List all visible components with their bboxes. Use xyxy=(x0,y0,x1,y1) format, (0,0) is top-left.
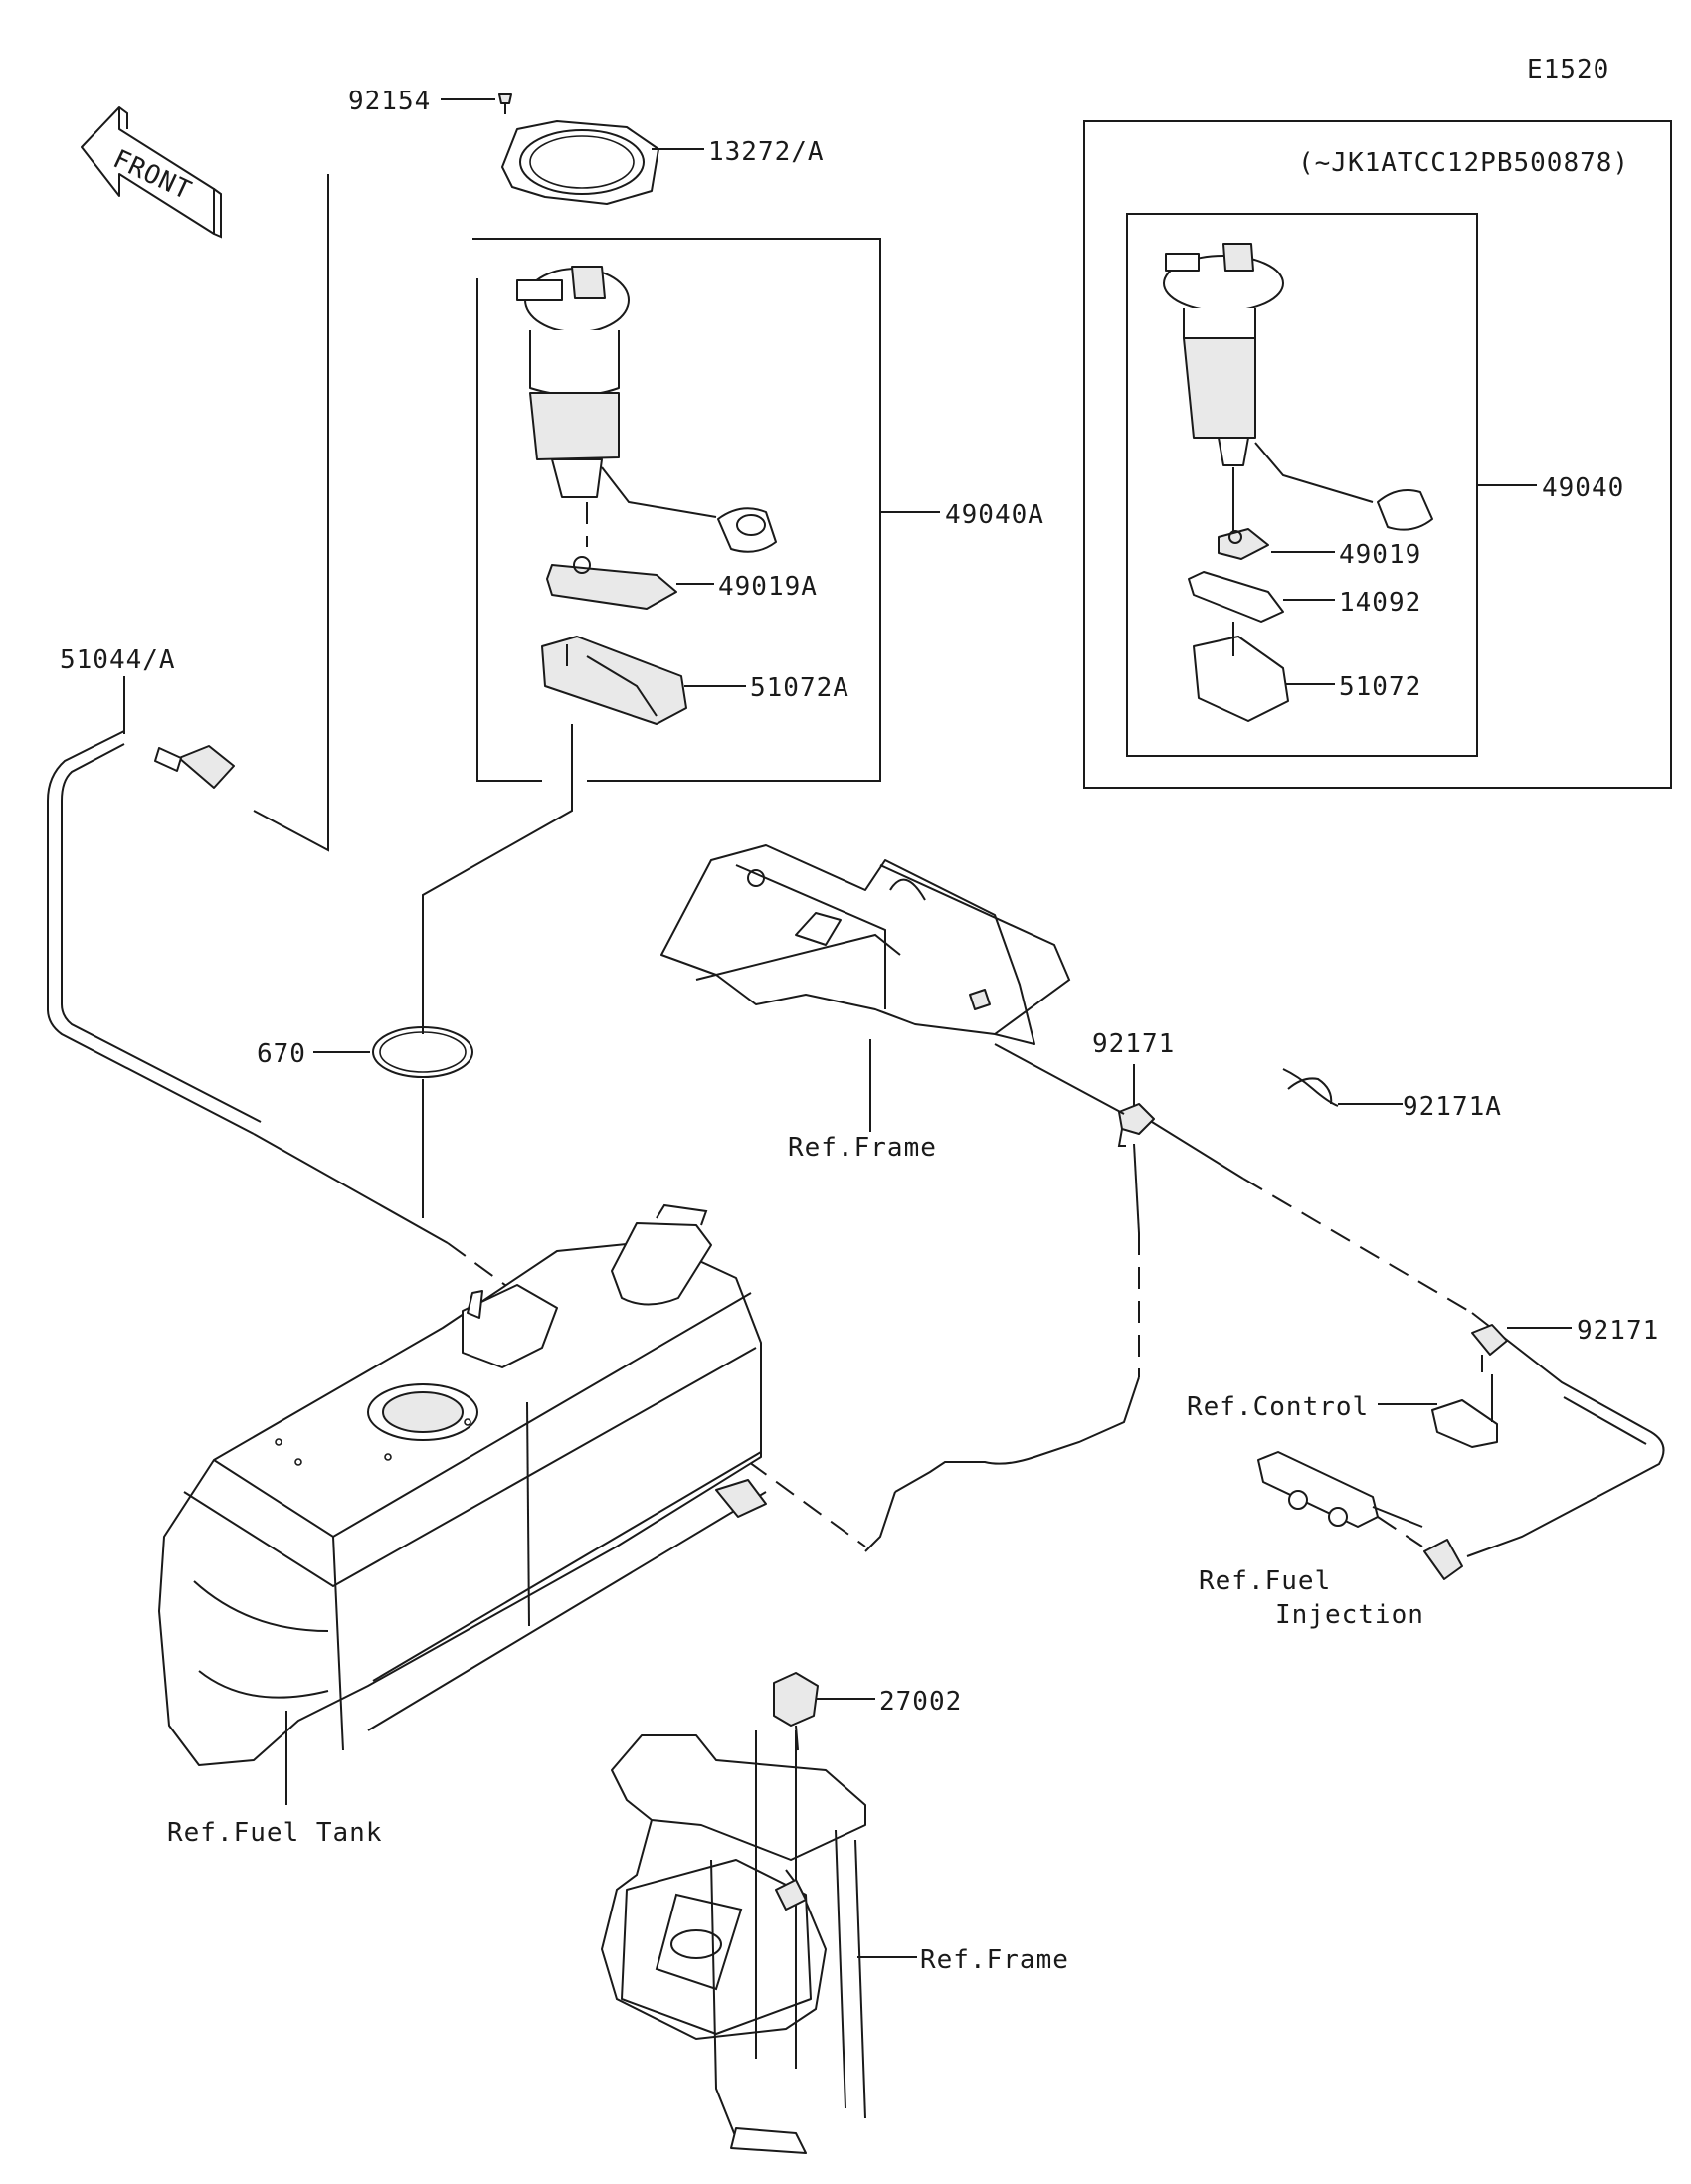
fuel-tank-icon xyxy=(158,1203,767,1766)
ref-fuel-tank: Ref.Fuel Tank xyxy=(167,1818,383,1848)
label-92171-top: 92171 xyxy=(1092,1029,1175,1059)
frame-lower-icon xyxy=(600,1730,866,2154)
label-92154: 92154 xyxy=(348,87,431,116)
fuel-pump-module-variant-icon xyxy=(1163,243,1433,531)
label-51072a: 51072A xyxy=(750,673,849,703)
strainer-51072a-icon xyxy=(541,636,687,725)
label-49019: 49019 xyxy=(1339,540,1421,570)
o-ring-670-icon xyxy=(372,1026,473,1078)
filter-49019a-icon xyxy=(546,556,677,610)
retainer-plate-13272a-icon xyxy=(501,120,659,205)
strainer-51072-icon xyxy=(1193,622,1289,722)
screw-92154-icon xyxy=(498,93,512,114)
label-13272a: 13272/A xyxy=(708,137,825,167)
label-92171-right: 92171 xyxy=(1577,1316,1659,1346)
filter-14092-icon xyxy=(1188,571,1284,623)
clip-92171a-icon xyxy=(1282,1068,1339,1107)
ref-control: Ref.Control xyxy=(1187,1392,1369,1422)
label-670: 670 xyxy=(257,1039,306,1069)
connector-27002-icon xyxy=(773,1672,819,1751)
serial-variant-box xyxy=(1083,120,1672,789)
ref-frame-upper: Ref.Frame xyxy=(788,1133,937,1163)
ref-fuel-injection-1: Ref.Fuel xyxy=(1199,1566,1331,1596)
leader-assembly-to-tank xyxy=(422,724,573,1034)
clamp-92171-top-icon xyxy=(1117,1103,1155,1147)
fuel-pump-module-icon xyxy=(516,266,777,553)
label-51072: 51072 xyxy=(1339,672,1421,702)
diagram-code: E1520 xyxy=(1527,55,1609,85)
serial-note: (~JK1ATCC12PB500878) xyxy=(1298,148,1629,178)
front-arrow-icon: FRONT xyxy=(81,106,222,239)
leader-hose-to-pump xyxy=(253,174,329,852)
control-bracket-icon xyxy=(1431,1374,1498,1448)
bracket-49040a xyxy=(472,238,881,782)
label-92171a: 92171A xyxy=(1403,1092,1502,1122)
fuel-hose-51044a-icon xyxy=(47,730,262,1135)
ref-frame-lower: Ref.Frame xyxy=(920,1945,1069,1975)
label-49040: 49040 xyxy=(1542,473,1624,503)
fuel-hose-feed-icon xyxy=(1466,1312,1665,1557)
label-27002: 27002 xyxy=(879,1687,962,1717)
frame-upper-icon xyxy=(660,844,1071,1045)
filter-49019-icon xyxy=(1218,528,1269,560)
fuel-injection-rail-icon xyxy=(1257,1451,1463,1580)
label-14092: 14092 xyxy=(1339,588,1421,618)
label-49040a: 49040A xyxy=(945,500,1044,530)
label-51044a: 51044/A xyxy=(60,645,176,675)
label-49019a: 49019A xyxy=(718,572,818,602)
ref-fuel-injection-2: Injection xyxy=(1275,1600,1424,1630)
clamp-92171-right-icon xyxy=(1471,1324,1508,1372)
